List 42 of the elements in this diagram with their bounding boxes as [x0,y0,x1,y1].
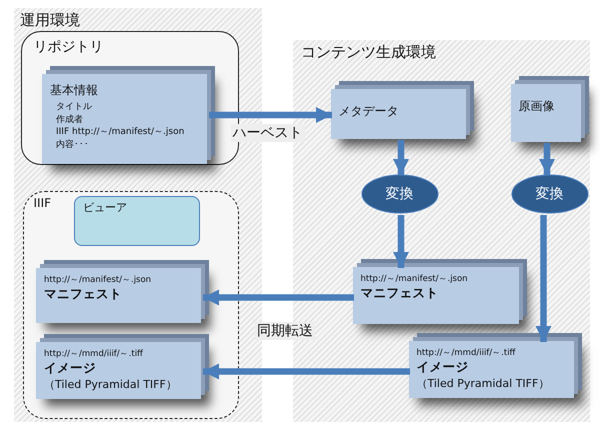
document-stack [510,84,580,142]
group-title: リポジトリ [32,38,104,56]
document-stack [408,340,574,398]
arrow [393,215,409,268]
process-label: 変換 [386,184,414,202]
card-item: タイトル [56,101,92,114]
card-title: マニフェスト [44,286,122,303]
panel-title: 運用環境 [19,10,81,31]
card-item: 内容･･･ [56,138,89,152]
card-title: メタデータ [338,102,398,120]
card-item: IIIF http://～/manifest/～.json [56,126,184,139]
url-text: http://～/manifest/～.json [44,274,152,286]
process-label: 変換 [536,184,564,202]
url-text: http://～/mmd/iiif/～.tiff [44,348,143,360]
edge-label: ハーベスト [230,124,304,142]
note-label: 同期転送 [255,322,315,340]
card-item: 作成者 [56,114,83,126]
arrow [539,143,555,175]
arrow [203,364,410,380]
arrow [203,290,354,306]
panel-title: コンテンツ生成環境 [300,42,437,63]
group-title: IIIF [32,194,52,212]
viewer-title: ビューア [83,200,127,215]
document-stack [42,74,207,164]
arrow [209,107,332,123]
document-stack [330,88,466,138]
iiif-group [22,190,238,418]
url-text: http://～/mmd/iiif/～.tiff [416,346,516,358]
card-note: （Tiled Pyramidal TIFF） [416,376,550,390]
card-title: イメージ [44,360,96,377]
card-note: （Tiled Pyramidal TIFF） [44,377,177,392]
card-title: 基本情報 [50,82,98,99]
arrow [393,140,409,175]
card-title: イメージ [416,358,468,376]
card-title: 原画像 [518,98,554,114]
document-stack [352,266,518,324]
document-stack [36,342,201,399]
url-text: http://～/manifest/～.json [360,272,468,284]
card-title: マニフェスト [360,284,438,302]
viewer-box [74,196,200,246]
arrow [536,215,552,342]
document-stack [36,268,201,323]
